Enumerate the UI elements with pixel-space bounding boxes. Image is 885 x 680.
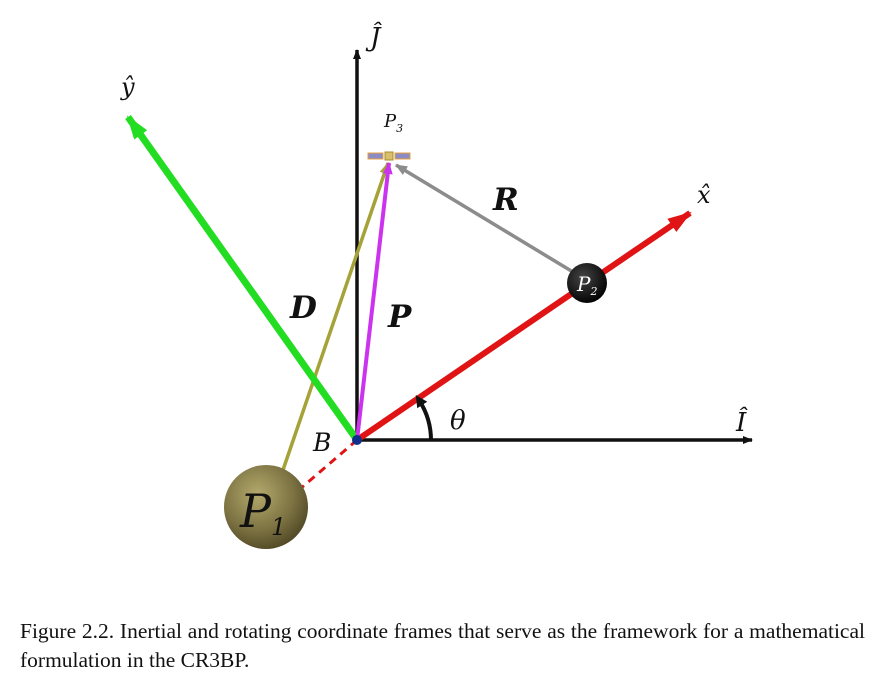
p3-label: P3 — [383, 111, 403, 135]
p2-body — [567, 263, 607, 303]
r-vector-label: R — [492, 182, 519, 218]
coordinate-frames-diagram: P2 P1 Ĵ ŷ x̂ Î P3 R D P B θ — [120, 21, 753, 549]
j-hat-label: Ĵ — [365, 21, 382, 53]
rotating-x-axis — [355, 210, 692, 443]
barycenter-point — [352, 435, 362, 445]
d-vector — [281, 162, 390, 471]
p-vector — [355, 162, 393, 441]
p-vector-label: P — [387, 299, 413, 335]
i-hat-label: Î — [735, 406, 748, 438]
theta-angle-arc — [415, 394, 434, 442]
figure-caption: Figure 2.2. Inertial and rotating coordi… — [20, 619, 865, 672]
r-vector — [395, 163, 574, 274]
spacecraft-p3-icon — [367, 151, 411, 161]
rotating-y-axis — [125, 114, 360, 443]
theta-label: θ — [450, 406, 466, 436]
x-axis-dashed-extension — [299, 438, 358, 491]
d-vector-label: D — [289, 290, 317, 326]
b-label: B — [312, 428, 331, 457]
x-hat-label: x̂ — [697, 181, 711, 209]
p1-label: P1 — [239, 484, 286, 541]
y-hat-label: ŷ — [120, 73, 135, 101]
p1-body — [224, 465, 308, 549]
p2-label: P2 — [576, 272, 597, 298]
